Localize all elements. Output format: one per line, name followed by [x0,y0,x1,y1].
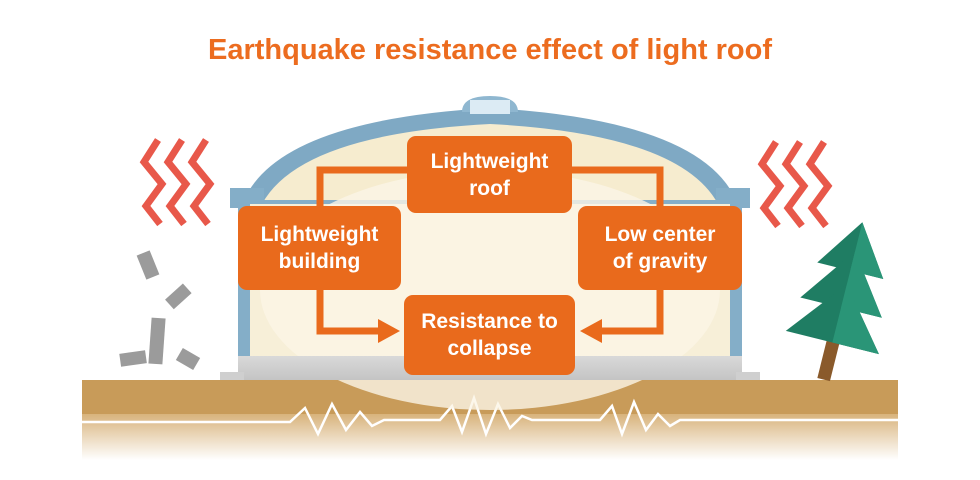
shake-waves-right [757,140,833,229]
box-label-line1: Lightweight [430,149,549,173]
connector-building-to-collapse [316,288,382,335]
lightweight-building-box: Lightweight building [238,206,401,290]
box-label-line2: collapse [447,337,532,360]
falling-debris [119,250,201,371]
box-label-line1: Low center [604,223,716,246]
arrow-head-right [378,319,400,343]
box-label-line1: Resistance to [421,310,558,333]
arrow-head-left [580,319,602,343]
box-label-line2: roof [469,176,510,200]
shake-waves-left [139,138,215,227]
resistance-to-collapse-box: Resistance to collapse [404,295,575,375]
connector-roof-left [316,166,407,208]
box-label-line1: Lightweight [260,223,379,246]
ground-crack [82,394,898,438]
tree-icon [785,222,884,382]
diagram-title: Earthquake resistance effect of light ro… [207,34,772,66]
connector-gravity-to-collapse [598,288,664,335]
lightweight-roof-box: Lightweight roof [407,136,572,213]
flow-connectors [316,166,664,335]
box-label-line2: of gravity [612,250,708,273]
box-label-line2: building [278,250,361,273]
connector-roof-right [572,166,664,208]
low-center-of-gravity-box: Low center of gravity [578,206,742,290]
